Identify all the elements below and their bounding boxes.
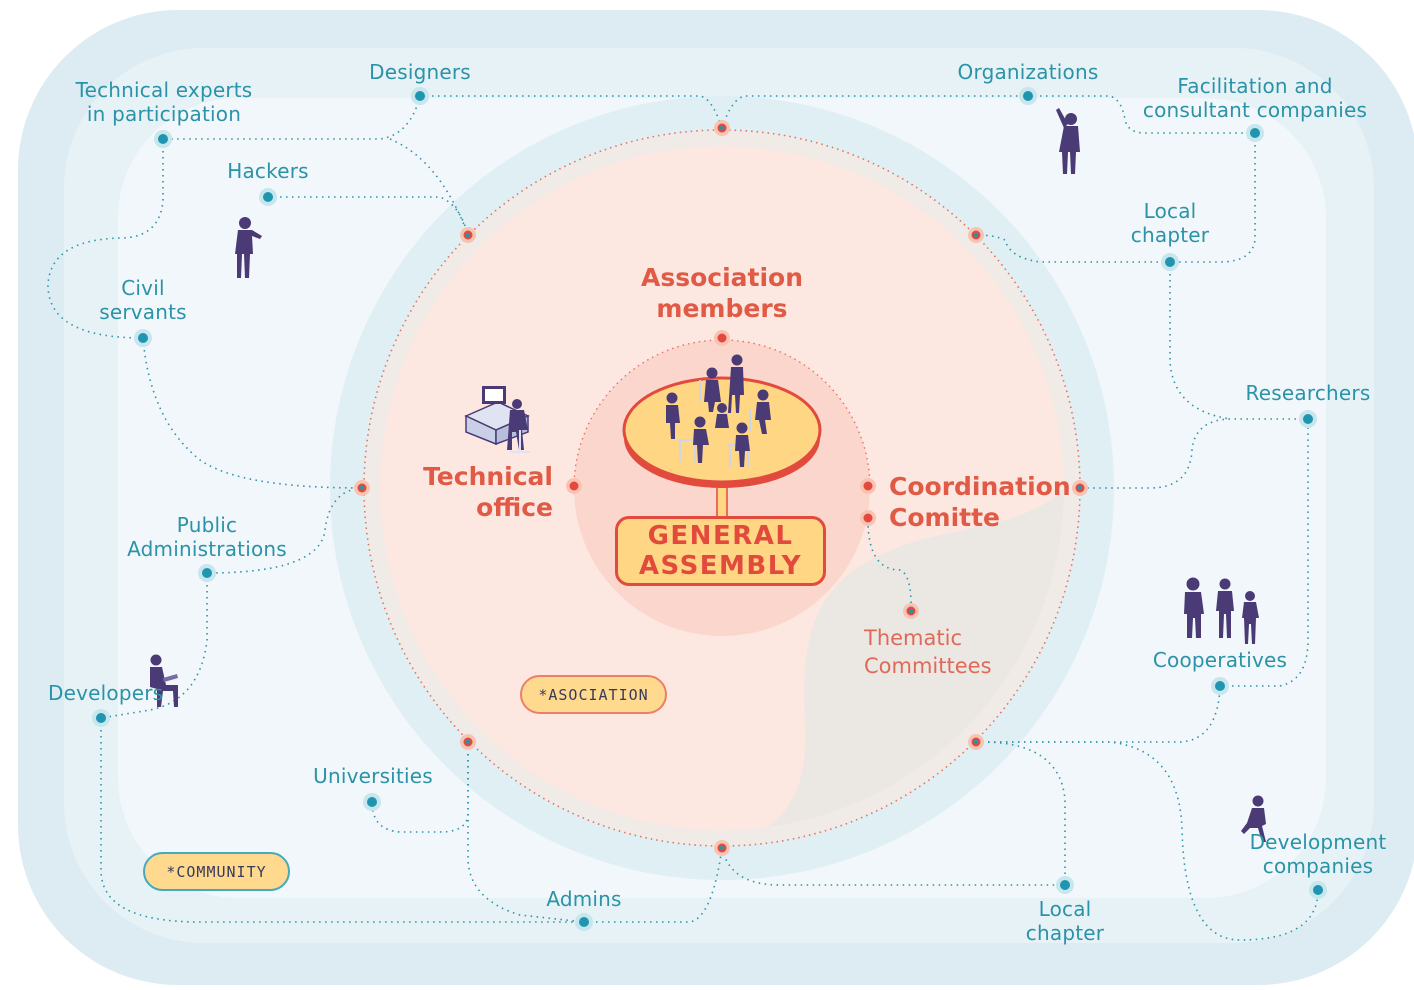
- association-nodes: [354, 120, 1088, 856]
- development-companies-label: Development companies: [1249, 830, 1387, 878]
- organizations-label: Organizations: [957, 60, 1099, 84]
- coordination-committee-label: Coordination Comitte: [889, 472, 1071, 532]
- researchers-label: Researchers: [1245, 381, 1371, 405]
- technical-office-label: Technical office: [423, 462, 553, 522]
- person-icon: [150, 108, 1266, 842]
- hackers-label: Hackers: [227, 159, 309, 183]
- community-nodes: [92, 87, 1327, 931]
- assembly-nodes: [566, 330, 876, 526]
- general-assembly-line-1: GENERAL: [647, 521, 794, 551]
- thematic-committees-label: Thematic Committees: [864, 626, 992, 678]
- local-chapter-bottom-label: Local chapter: [1025, 897, 1105, 945]
- local-chapter-top-label: Local chapter: [1130, 199, 1210, 247]
- admins-label: Admins: [546, 887, 622, 911]
- developers-label: Developers: [48, 681, 164, 705]
- designers-label: Designers: [369, 60, 471, 84]
- association-members-label: Association members: [640, 263, 804, 323]
- cooperatives-label: Cooperatives: [1152, 648, 1288, 672]
- public-administrations-label: Public Administrations: [127, 513, 287, 561]
- technical-experts-label: Technical experts in participation: [75, 78, 253, 126]
- universities-label: Universities: [313, 764, 433, 788]
- civil-servants-label: Civil servants: [99, 276, 187, 324]
- connector-lines: [47, 95, 1319, 941]
- association-tag: *ASOCIATION: [520, 675, 667, 714]
- meeting-table-icon: [622, 354, 822, 519]
- general-assembly-line-2: ASSEMBLY: [638, 551, 803, 581]
- community-tag: *COMMUNITY: [143, 852, 290, 891]
- facilitation-companies-label: Facilitation and consultant companies: [1142, 74, 1368, 122]
- general-assembly-box: GENERAL ASSEMBLY: [615, 516, 826, 586]
- desk-computer-icon: [464, 386, 530, 453]
